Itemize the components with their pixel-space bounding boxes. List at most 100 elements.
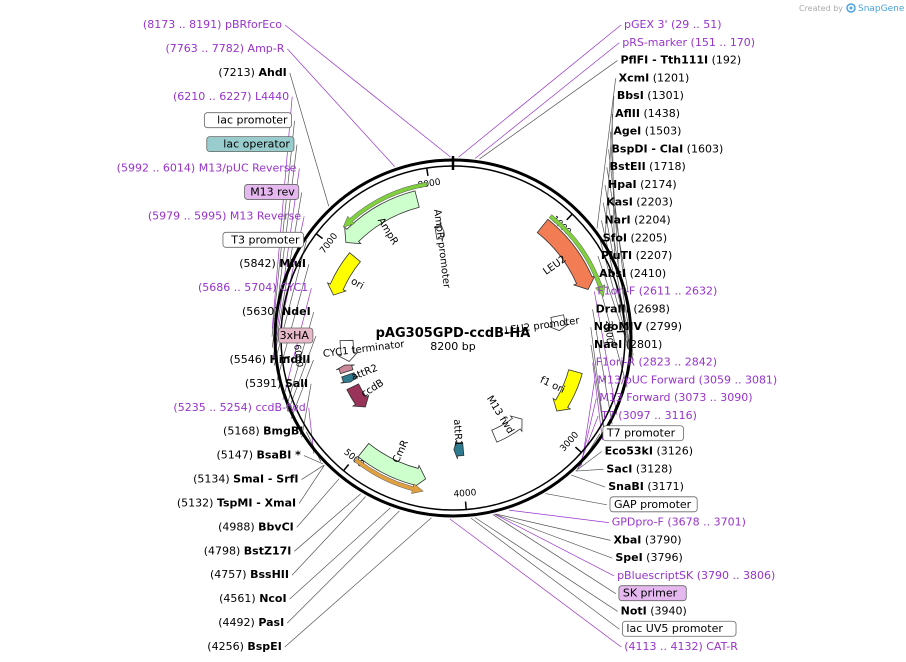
- site-label-lacuv5-promoter[interactable]: lac UV5 promoter: [622, 620, 737, 637]
- site-label-pbrforeco[interactable]: (8173 .. 8191) pBRforEco: [143, 18, 282, 31]
- site-label-xbai[interactable]: XbaI (3790): [614, 533, 682, 546]
- feature-leu2-promoter[interactable]: [549, 314, 569, 332]
- leader-line: [593, 291, 618, 415]
- site-label-bbvci[interactable]: (4988) BbvCI: [218, 520, 294, 533]
- site-label-pluti[interactable]: PluTI (2207): [601, 249, 672, 262]
- scale-tick: [464, 501, 467, 510]
- site-label-spei[interactable]: SpeI (3796): [615, 551, 682, 564]
- site-label-mlui[interactable]: (5842) MluI: [239, 257, 306, 270]
- site-label-m13-puc-forward[interactable]: M13/pUC Forward (3059 .. 3081): [598, 373, 778, 386]
- site-label-bstz17i[interactable]: (4798) BstZ17I: [204, 544, 292, 557]
- site-label-text: (5134) SmaI - SrfI: [193, 473, 298, 486]
- box-label-frame: [222, 231, 304, 248]
- site-label-naei[interactable]: NaeI (2801): [594, 338, 662, 351]
- site-label-ndei[interactable]: (5630) NdeI: [242, 305, 311, 318]
- site-label-draiii[interactable]: DraIII (2698): [596, 302, 670, 315]
- feature-m13-fwd[interactable]: [491, 415, 523, 443]
- site-label-t7-promoter[interactable]: T7 promoter: [602, 425, 684, 442]
- site-label-bspei[interactable]: (4256) BspEI: [207, 640, 282, 653]
- site-label-sk-primer[interactable]: SK primer: [618, 585, 687, 602]
- site-label-hpai[interactable]: HpaI (2174): [608, 178, 677, 191]
- feature-ampr[interactable]: [344, 190, 420, 245]
- site-label-cyc1[interactable]: (5686 .. 5704) CYC1: [198, 281, 308, 294]
- leader-line: [287, 48, 395, 167]
- site-label-bsshii[interactable]: (4757) BssHII: [210, 568, 289, 581]
- site-label-m13-puc-reverse[interactable]: (5992 .. 6014) M13/pUC Reverse: [117, 162, 297, 175]
- site-label-kasi[interactable]: KasI (2203): [606, 196, 673, 209]
- feature-ccdb[interactable]: [346, 383, 370, 408]
- site-label-3xha[interactable]: 3xHA: [278, 327, 314, 344]
- leader-line: [449, 518, 622, 648]
- feature-cmr[interactable]: [357, 442, 427, 489]
- site-label-f1ori-r[interactable]: F1ori-R (2823 .. 2842): [596, 356, 717, 369]
- site-label-t3-promoter[interactable]: T3 promoter: [222, 231, 304, 248]
- site-label-bsteii[interactable]: BstEII (1718): [610, 160, 686, 173]
- site-label-bbsi[interactable]: BbsI (1301): [617, 89, 684, 102]
- feature-attr1[interactable]: [453, 439, 465, 460]
- site-label-eco53ki[interactable]: Eco53kI (3126): [605, 445, 693, 458]
- site-label-m13-rev[interactable]: M13 rev: [244, 184, 300, 200]
- primer-label-text: T7 (3097 .. 3116): [600, 409, 697, 422]
- site-label-t7[interactable]: T7 (3097 .. 3116): [600, 409, 697, 422]
- site-label-gpdpro-f[interactable]: GPDpro-F (3678 .. 3701): [612, 516, 746, 529]
- site-label-pgex-3[interactable]: pGEX 3' (29 .. 51): [624, 18, 722, 31]
- primer-label-text: (5235 .. 5254) ccdB-fwd: [173, 401, 305, 414]
- site-label-ccdb-fwd[interactable]: (5235 .. 5254) ccdB-fwd: [173, 401, 305, 414]
- site-label-m13-forward[interactable]: M13 Forward (3073 .. 3090): [599, 391, 752, 404]
- site-label-hindiii[interactable]: (5546) HindIII: [229, 353, 310, 366]
- site-label-smai-srfi[interactable]: (5134) SmaI - SrfI: [193, 473, 298, 486]
- leader-line: [474, 517, 618, 612]
- leader-line: [474, 42, 620, 159]
- feature-ampr-promoter[interactable]: [434, 222, 445, 242]
- site-label-sfoi[interactable]: SfoI (2205): [603, 231, 667, 244]
- primer-label-text: M13 Forward (3073 .. 3090): [599, 391, 752, 404]
- feature-leu2[interactable]: [536, 218, 596, 290]
- site-label-saci[interactable]: SacI (3128): [606, 462, 672, 475]
- feature-cyc1-terminator[interactable]: [337, 339, 359, 362]
- leader-line: [284, 24, 451, 158]
- site-label-noti[interactable]: NotI (3940): [621, 604, 687, 617]
- site-label-snabi[interactable]: SnaBI (3171): [608, 480, 684, 493]
- site-label-prs-marker[interactable]: pRS-marker (151 .. 170): [622, 36, 755, 49]
- site-label-ncoi[interactable]: (4561) NcoI: [219, 592, 286, 605]
- site-label-xcmi[interactable]: XcmI (1201): [619, 71, 690, 84]
- plasmid-name: pAG305GPD-ccdB-HA: [376, 326, 531, 341]
- site-label-lac-operator[interactable]: lac operator: [206, 136, 295, 153]
- site-label-bmgbi[interactable]: (5168) BmgBI: [223, 425, 303, 438]
- scale-tick-label: 7000: [318, 231, 340, 255]
- site-label-text: (4798) BstZ17I: [204, 544, 292, 557]
- site-label-bspdi-clai[interactable]: BspDI - ClaI (1603): [612, 142, 724, 155]
- leader-line: [290, 359, 314, 419]
- scale-tick-label: 2000: [603, 320, 614, 344]
- site-label-ahdi[interactable]: (7213) AhdI: [218, 66, 286, 79]
- site-label-lac-promoter[interactable]: lac promoter: [203, 112, 292, 129]
- box-label-frame: [203, 112, 292, 129]
- site-label-aflii[interactable]: AflII (1438): [615, 107, 680, 120]
- site-label-pflfi-tth111i[interactable]: PflFI - Tth111I (192): [620, 54, 741, 67]
- feature-ha[interactable]: [336, 364, 355, 375]
- feature-f1-ori[interactable]: [552, 369, 583, 412]
- snapgene-logo-icon: [846, 3, 856, 13]
- site-label-m13-reverse[interactable]: (5979 .. 5995) M13 Reverse: [148, 209, 301, 222]
- site-label-l4440[interactable]: (6210 .. 6227) L4440: [173, 90, 289, 103]
- site-label-tspmi-xmai[interactable]: (5132) TspMI - XmaI: [177, 496, 296, 509]
- site-label-amp-r[interactable]: (7763 .. 7782) Amp-R: [166, 42, 285, 55]
- site-label-sali[interactable]: (5391) SalI: [245, 377, 308, 390]
- site-label-text: (5546) HindIII: [229, 353, 310, 366]
- site-label-agei[interactable]: AgeI (1503): [613, 125, 681, 138]
- site-label-f1ori-f[interactable]: F1ori-F (2611 .. 2632): [597, 285, 717, 298]
- site-label-absi[interactable]: AbsI (2410): [599, 267, 666, 280]
- site-label-bsabi[interactable]: (5147) BsaBI *: [216, 449, 301, 462]
- site-label-pasi[interactable]: (4492) PasI: [218, 616, 284, 629]
- leader-line: [494, 513, 613, 559]
- feature-ori[interactable]: [326, 252, 361, 296]
- feature-attr2[interactable]: [340, 372, 359, 384]
- snapgene-credit[interactable]: Created by SnapGene: [799, 3, 905, 14]
- site-label-nari[interactable]: NarI (2204): [604, 213, 670, 226]
- site-label-ngomiv[interactable]: NgoMIV (2799): [594, 320, 682, 333]
- primer-label-text: (5686 .. 5704) CYC1: [198, 281, 308, 294]
- site-label-cat-r[interactable]: (4113 .. 4132) CAT-R: [624, 640, 738, 653]
- scale-tick: [426, 167, 429, 177]
- site-label-pbluescriptsk[interactable]: pBluescriptSK (3790 .. 3806): [617, 569, 775, 582]
- site-label-gap-promoter[interactable]: GAP promoter: [609, 496, 698, 513]
